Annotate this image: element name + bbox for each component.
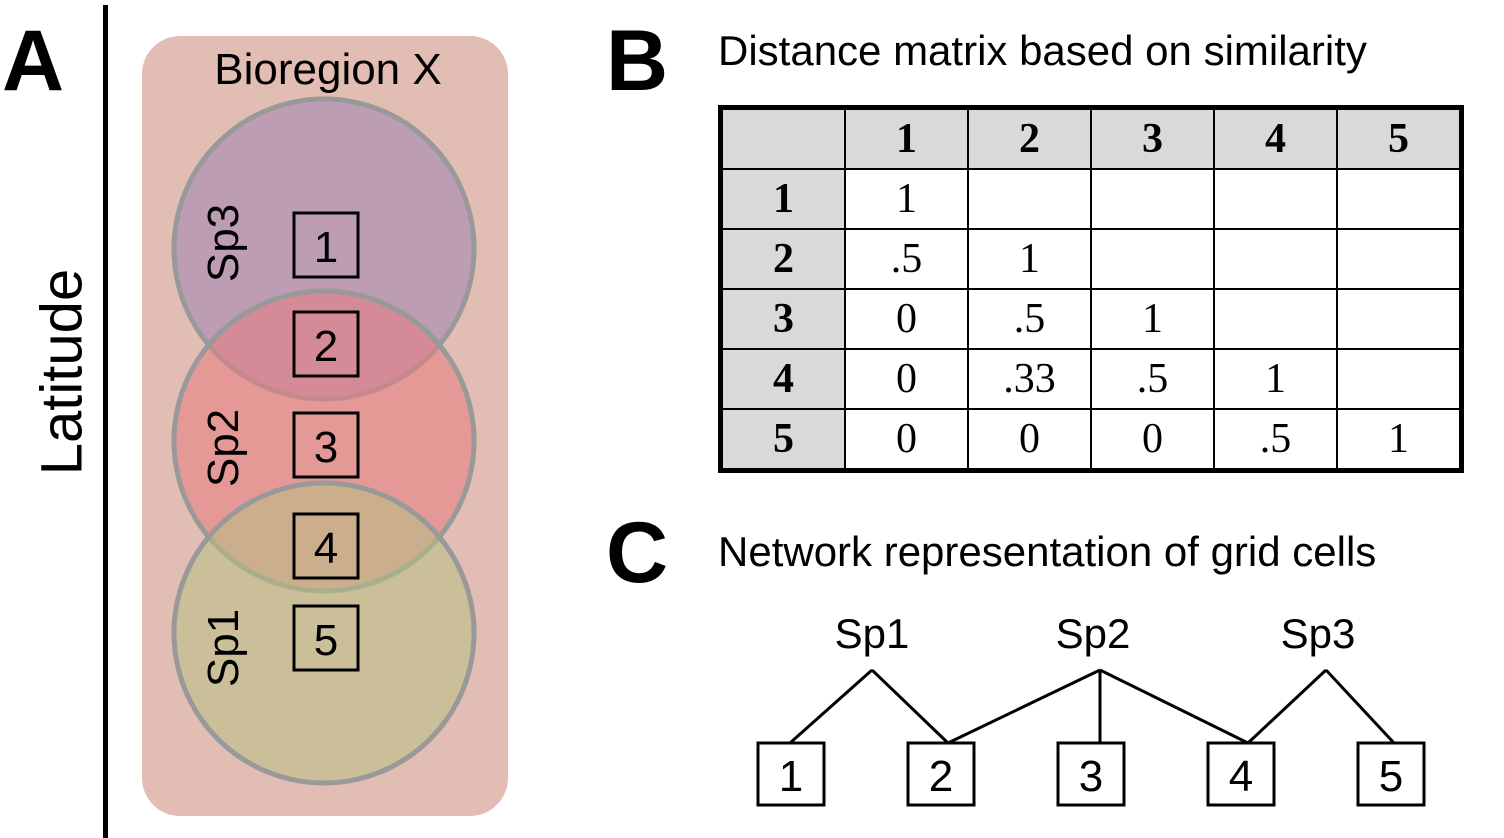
matrix-cell xyxy=(1213,228,1338,290)
matrix-column-header: 1 xyxy=(844,106,969,170)
grid-cell-label: 3 xyxy=(314,423,338,472)
network-cell-5: 5 xyxy=(1356,741,1426,807)
panel-c-letter: C xyxy=(606,505,669,601)
matrix-cell xyxy=(1090,228,1215,290)
matrix-row-header: 1 xyxy=(719,168,846,230)
grid-cell-2: 2 xyxy=(292,310,360,378)
species-label-sp2: Sp2 xyxy=(199,409,248,487)
network-cell-label: 2 xyxy=(929,752,953,801)
network-cell-1: 1 xyxy=(756,741,826,807)
matrix-cell: .5 xyxy=(844,228,969,290)
matrix-row-header: 3 xyxy=(719,288,846,350)
edge-sp3-cell4 xyxy=(1246,668,1328,745)
matrix-cell xyxy=(967,168,1092,230)
matrix-row: 5 0 0 0 .5 1 xyxy=(719,408,1463,472)
grid-cell-3: 3 xyxy=(292,411,360,479)
matrix-row: 1 1 xyxy=(719,168,1463,230)
matrix-row-header: 4 xyxy=(719,348,846,410)
edge-sp3-cell5 xyxy=(1324,668,1396,745)
matrix-cell: .5 xyxy=(1213,408,1338,472)
network-species-sp1: Sp1 xyxy=(835,610,910,657)
matrix-corner-cell xyxy=(719,106,846,170)
matrix-row: 3 0 .5 1 xyxy=(719,288,1463,350)
matrix-column-header: 3 xyxy=(1090,106,1215,170)
species-label-sp1: Sp1 xyxy=(199,609,248,687)
matrix-cell xyxy=(1213,288,1338,350)
network-edges xyxy=(789,668,1396,745)
matrix-cell: 0 xyxy=(1090,408,1215,472)
matrix-cell: 1 xyxy=(1090,288,1215,350)
grid-cell-4: 4 xyxy=(292,512,360,580)
matrix-cell xyxy=(1336,168,1463,230)
distance-matrix: 1 2 3 4 5 1 1 2 .5 1 3 0 .5 1 4 0 .33 .5… xyxy=(718,105,1464,473)
matrix-row: 4 0 .33 .5 1 xyxy=(719,348,1463,410)
matrix-cell: 1 xyxy=(1213,348,1338,410)
panel-b-letter: B xyxy=(606,13,669,109)
network-species-sp2: Sp2 xyxy=(1056,610,1131,657)
matrix-column-header: 2 xyxy=(967,106,1092,170)
matrix-row-header: 5 xyxy=(719,408,846,472)
bioregion-diagram: Bioregion X Sp3 Sp2 Sp1 1 2 3 4 5 xyxy=(142,36,508,816)
latitude-axis-line xyxy=(103,5,108,838)
grid-cell-1: 1 xyxy=(292,211,360,279)
grid-cell-5: 5 xyxy=(292,604,360,672)
network-cell-2: 2 xyxy=(906,741,976,807)
network-cell-label: 4 xyxy=(1229,752,1253,801)
matrix-cell: 0 xyxy=(844,408,969,472)
matrix-column-header: 4 xyxy=(1213,106,1338,170)
matrix-cell: .33 xyxy=(967,348,1092,410)
matrix-cell: 1 xyxy=(1336,408,1463,472)
matrix-cell: .5 xyxy=(1090,348,1215,410)
panel-c-title: Network representation of grid cells xyxy=(718,528,1377,575)
matrix-cell xyxy=(1336,228,1463,290)
network-species-sp3: Sp3 xyxy=(1281,610,1356,657)
network-cell-label: 1 xyxy=(779,752,803,801)
matrix-cell: 1 xyxy=(967,228,1092,290)
network-diagram: Sp1 Sp2 Sp3 1 2 3 4 5 xyxy=(756,610,1426,807)
panel-a-letter: A xyxy=(2,13,65,109)
species-range-sp1 xyxy=(171,480,477,786)
matrix-cell: 0 xyxy=(844,348,969,410)
matrix-cell xyxy=(1213,168,1338,230)
matrix-column-header: 5 xyxy=(1336,106,1463,170)
grid-cell-label: 5 xyxy=(314,616,338,665)
network-cell-label: 3 xyxy=(1079,752,1103,801)
matrix-row-header: 2 xyxy=(719,228,846,290)
matrix-cell xyxy=(1336,348,1463,410)
edge-sp1-cell1 xyxy=(789,668,873,745)
matrix-cell: 0 xyxy=(844,288,969,350)
species-label-sp3: Sp3 xyxy=(199,204,248,282)
network-cell-label: 5 xyxy=(1379,752,1403,801)
edge-sp2-cell4 xyxy=(1099,668,1249,745)
matrix-cell: 1 xyxy=(844,168,969,230)
panel-b-title: Distance matrix based on similarity xyxy=(718,27,1367,74)
bioregion-label: Bioregion X xyxy=(214,45,441,94)
network-cell-4: 4 xyxy=(1206,741,1276,807)
matrix-header-row: 1 2 3 4 5 xyxy=(719,106,1463,170)
grid-cell-label: 4 xyxy=(314,524,338,573)
matrix-cell: 0 xyxy=(967,408,1092,472)
matrix-cell xyxy=(1336,288,1463,350)
edge-sp1-cell2 xyxy=(870,668,950,745)
matrix-cell: .5 xyxy=(967,288,1092,350)
matrix-row: 2 .5 1 xyxy=(719,228,1463,290)
edge-sp2-cell2 xyxy=(947,668,1101,745)
network-cell-3: 3 xyxy=(1056,741,1126,807)
grid-cell-label: 2 xyxy=(314,322,338,371)
matrix-cell xyxy=(1090,168,1215,230)
grid-cell-label: 1 xyxy=(314,223,338,272)
